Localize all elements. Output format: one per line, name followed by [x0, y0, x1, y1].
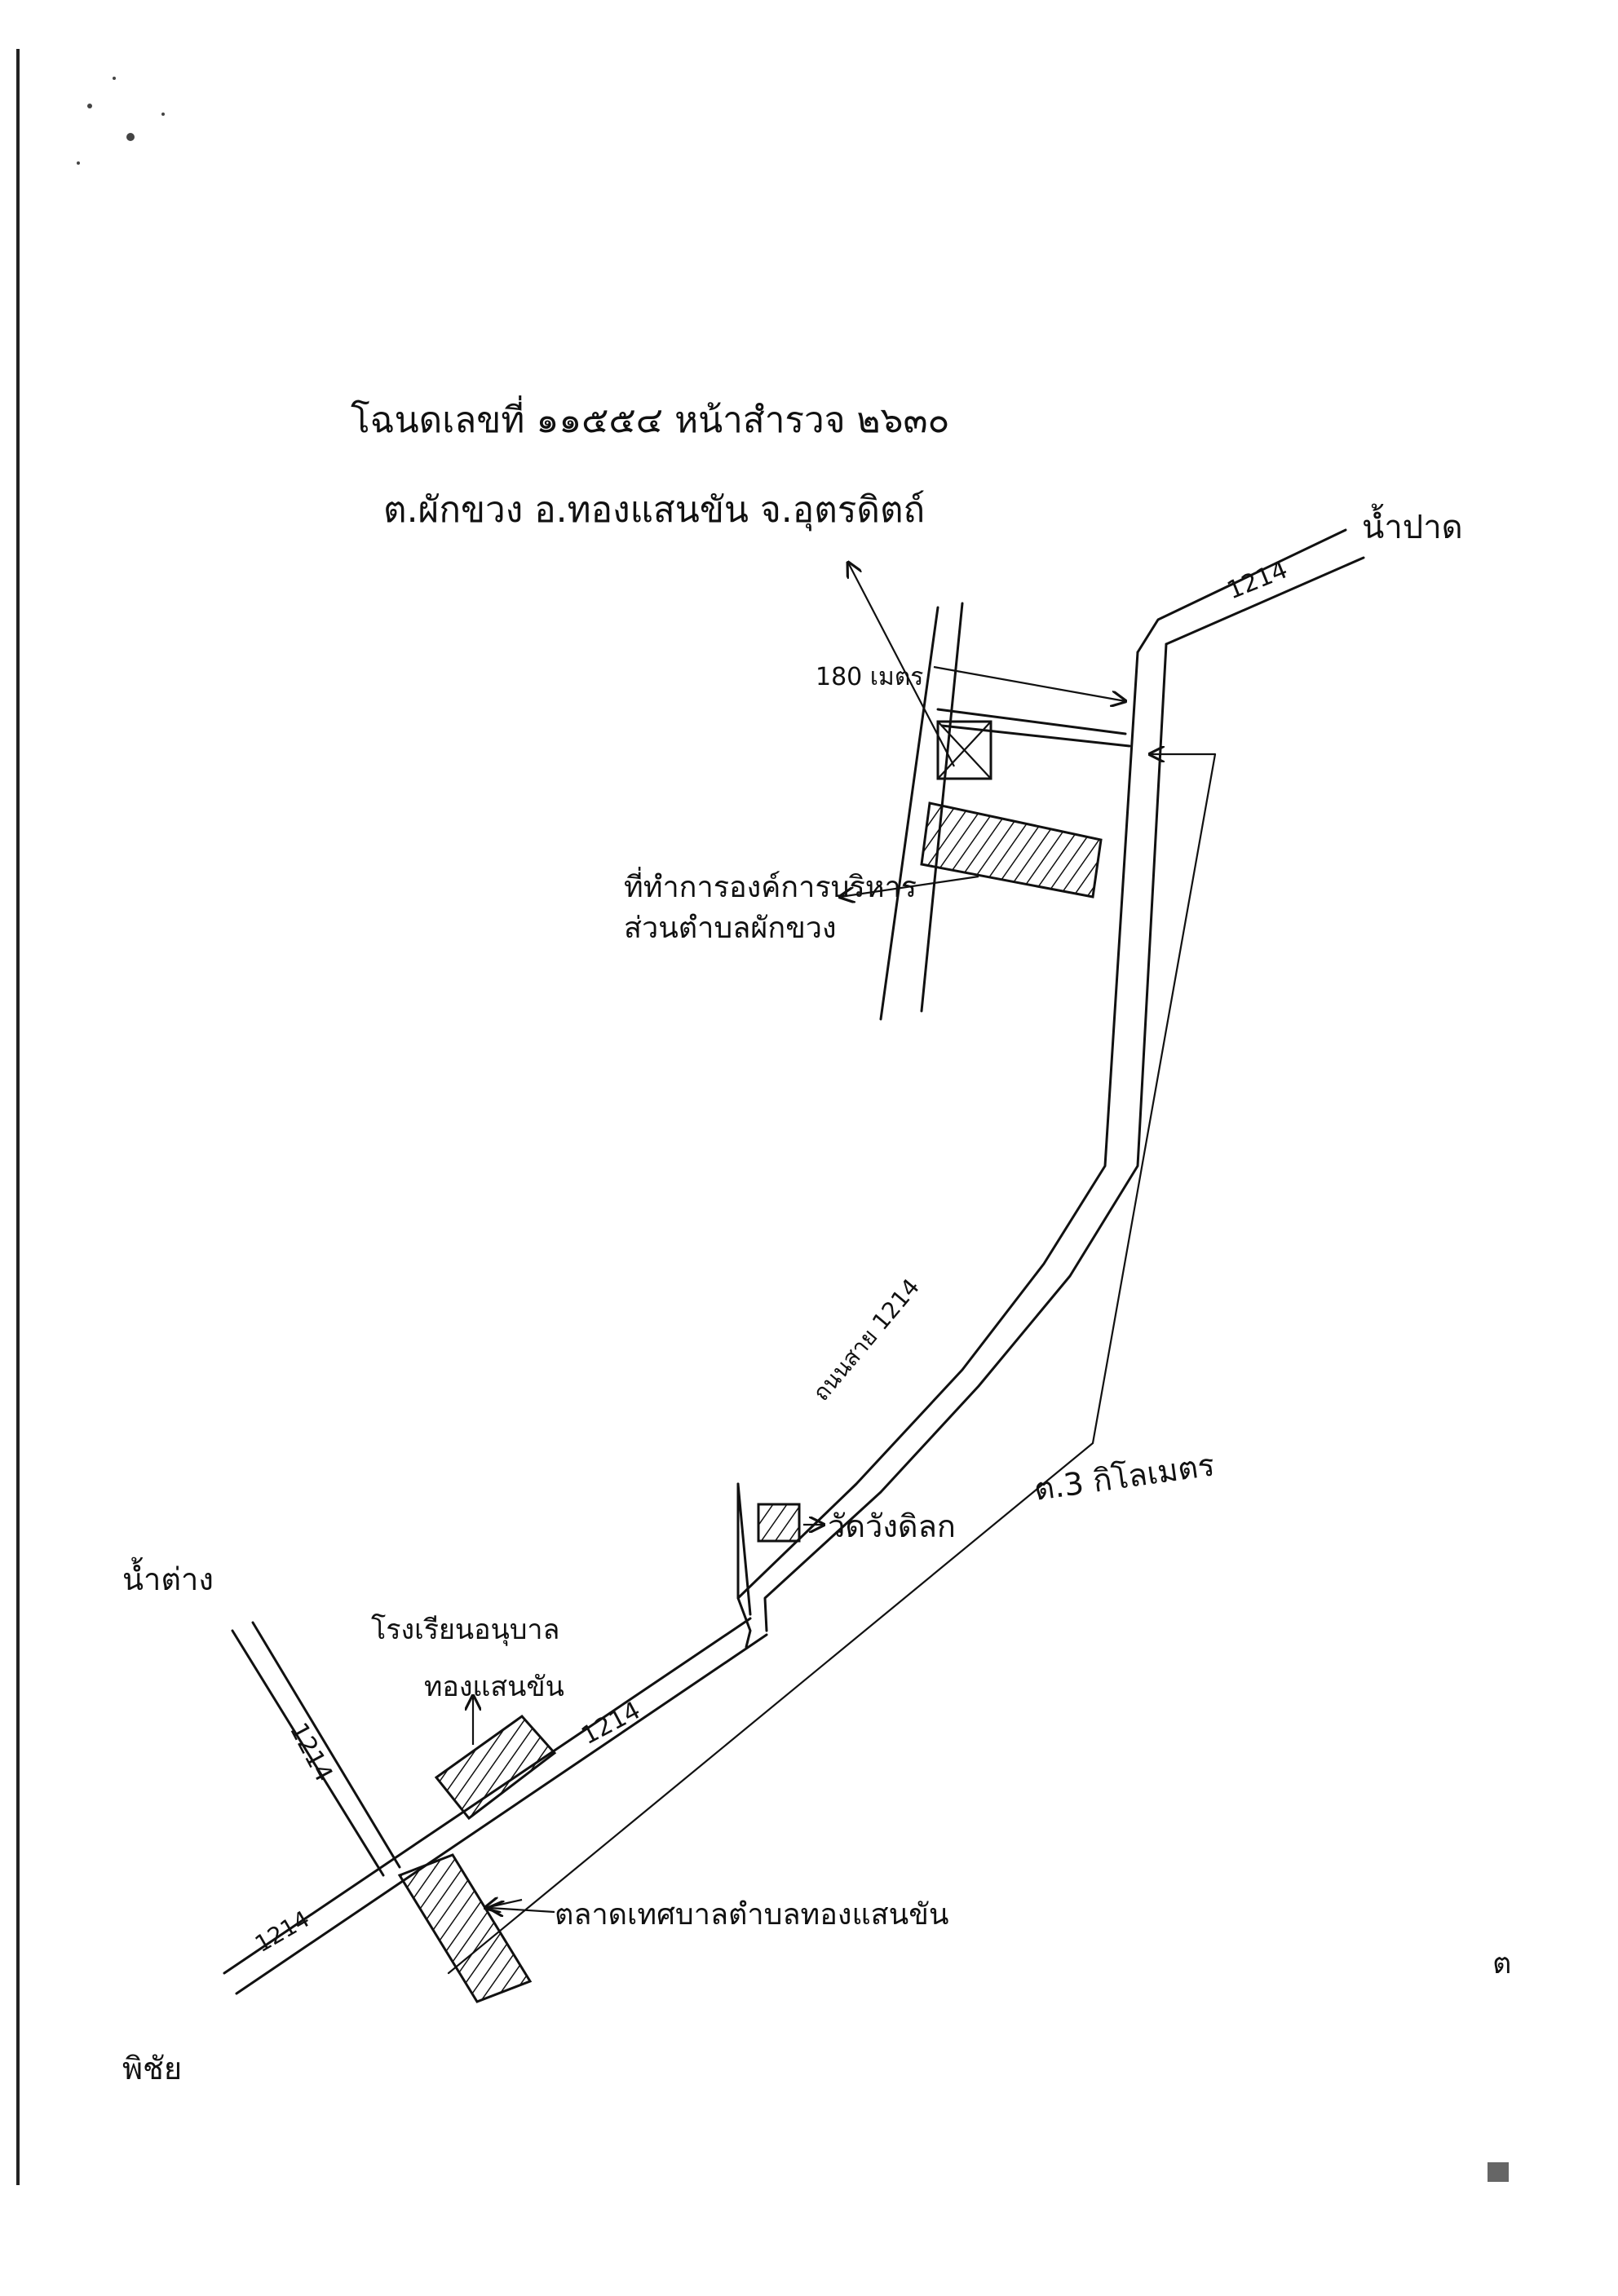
- road-1214-label-a: 1214: [1223, 555, 1292, 605]
- office-hatched-block: [920, 801, 1103, 899]
- office-pointer-arrow: [840, 875, 979, 897]
- label-temple: วัดวังดิลก: [828, 1508, 956, 1544]
- label-distance-3km: ต.3 กิโลเมตร: [1032, 1446, 1217, 1508]
- label-left-bottom: พิชัย: [122, 2051, 182, 2086]
- distance-arrow-180: [933, 665, 1125, 701]
- title-line-2: ต.ผักขวง อ.ทองแสนขัน จ.อุตรดิตถ์: [383, 489, 925, 532]
- title-line-1: โฉนดเลขที่ ๑๑๕๕๔ หน้าสำรวจ ๒๖๓๐: [351, 395, 949, 441]
- main-road-left-edge: [736, 651, 1139, 1649]
- label-school-line-2: ทองแสนขัน: [424, 1671, 564, 1703]
- lower-road-right-edge: [235, 1633, 768, 1995]
- label-road-1214: ถนนสาย 1214: [807, 1274, 925, 1406]
- road-top-right-inner: [1165, 556, 1365, 646]
- scan-specks: [77, 77, 165, 165]
- road-top-right: [1136, 528, 1347, 654]
- label-office-line-1: ที่ทำการองค์การบริหาร: [624, 867, 917, 904]
- corner-mark: [1488, 2162, 1509, 2182]
- plot-cross: [936, 720, 992, 780]
- road-1214-label-b: 1214: [577, 1696, 645, 1751]
- main-road-right-edge: [763, 642, 1168, 1632]
- label-market: ตลาดเทศบาลตำบลทองแสนขัน: [555, 1898, 949, 1932]
- title-pointer-arrow: [848, 563, 955, 767]
- left-road-edge-a: [231, 1629, 385, 1877]
- distance-arrow-bottom: [485, 1900, 523, 1908]
- temple-hatched-block: [757, 1503, 801, 1543]
- parcel-line-top: [936, 708, 1127, 735]
- market-pointer-arrow: [489, 1908, 555, 1912]
- road-1214-label-d: 1214: [250, 1905, 314, 1958]
- road-jog-left: [736, 1482, 752, 1616]
- plot-marker: [936, 720, 992, 780]
- school-hatched-block: [434, 1714, 557, 1821]
- margin-mark: ต: [1492, 1947, 1511, 1980]
- label-distance-180: 180 เมตร: [816, 663, 923, 691]
- block-road-left-b: [879, 606, 939, 1021]
- label-top-right: น้ำปาด: [1362, 503, 1463, 546]
- left-road-edge-b: [251, 1621, 401, 1869]
- label-left-top: น้ำต่าง: [122, 1556, 214, 1597]
- label-school-line-1: โรงเรียนอนุบาล: [371, 1614, 559, 1646]
- parcel-line-top-b: [940, 724, 1131, 748]
- distance-line-3km: [447, 753, 1217, 1975]
- label-office-line-2: ส่วนตำบลผักขวง: [624, 912, 837, 945]
- market-hatched-block: [397, 1853, 533, 2003]
